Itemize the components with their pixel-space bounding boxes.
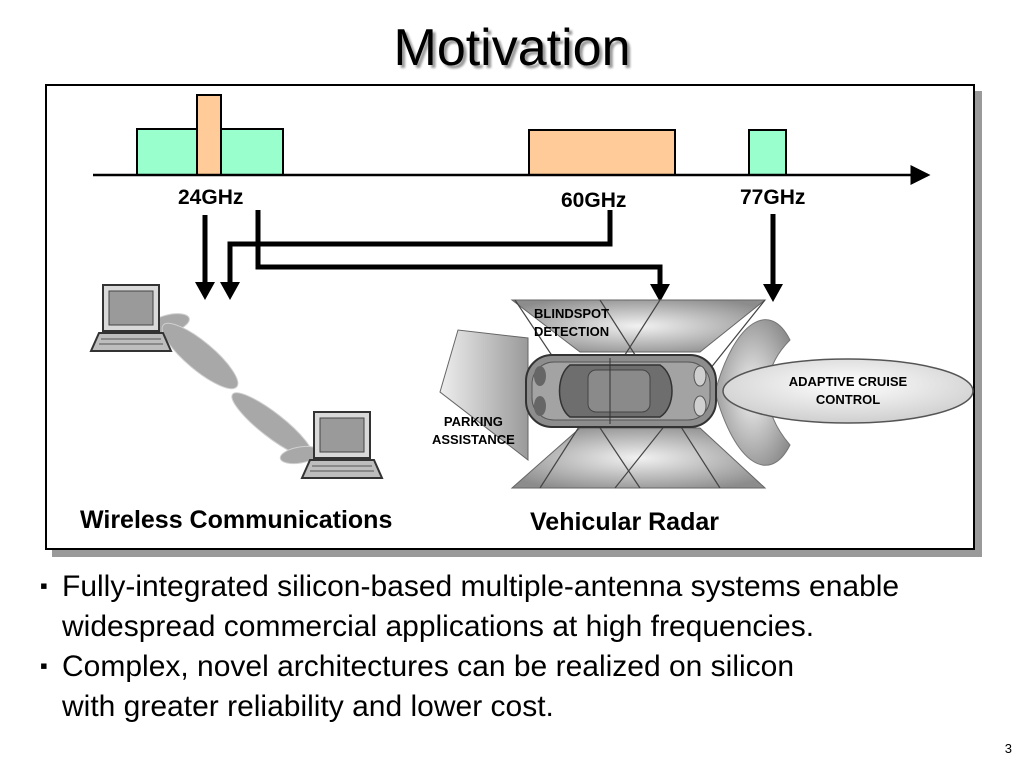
cruise-label: ADAPTIVE CRUISE CONTROL: [778, 373, 918, 409]
laptop-icon: [300, 411, 384, 479]
parking-cone: [439, 329, 529, 462]
freq-label-24ghz: 24GHz: [178, 186, 244, 209]
page-number: 3: [1004, 741, 1012, 756]
bullet-line: Complex, novel architectures can be real…: [62, 650, 795, 683]
arrow-heads: [195, 282, 783, 302]
bullet-list: ▪ Fully-integrated silicon-based multipl…: [34, 567, 1024, 727]
band-60ghz-peach: [528, 129, 676, 176]
freq-label-77ghz: 77GHz: [740, 186, 806, 209]
band-24ghz-peach: [196, 94, 222, 176]
parking-label-line1: PARKING: [443, 414, 503, 429]
bullet-line: widespread commercial applications at hi…: [62, 610, 815, 643]
wireless-caption: Wireless Communications: [80, 506, 393, 534]
cruise-label-line1: ADAPTIVE CRUISE: [788, 374, 908, 389]
bullet-line: Fully-integrated silicon-based multiple-…: [62, 570, 900, 603]
bullet-marker: ▪: [40, 573, 48, 598]
bullet-marker: ▪: [40, 653, 48, 678]
blindspot-label-line1: BLINDSPOT: [534, 306, 610, 321]
blindspot-zone-top: [510, 299, 767, 353]
wireless-beam: [146, 313, 321, 465]
band-77ghz-green: [748, 129, 787, 176]
laptop-icon: [89, 284, 173, 352]
bullet-item: ▪ Complex, novel architectures can be re…: [34, 647, 1024, 727]
bullet-item: ▪ Fully-integrated silicon-based multipl…: [34, 567, 1024, 647]
freq-label-60ghz: 60GHz: [561, 189, 627, 212]
bullet-line: with greater reliability and lower cost.: [62, 690, 554, 723]
car-icon: [525, 354, 717, 428]
cruise-oval: [722, 358, 974, 424]
band-arrows: [202, 210, 776, 287]
radar-coverage: [439, 299, 974, 489]
radar-caption: Vehicular Radar: [530, 508, 719, 536]
parking-label-line2: ASSISTANCE: [432, 432, 515, 447]
blindspot-label-line2: DETECTION: [534, 324, 610, 339]
cruise-label-line2: CONTROL: [815, 392, 881, 407]
blindspot-label: BLINDSPOT DETECTION: [534, 305, 609, 341]
parking-label: PARKING ASSISTANCE: [432, 413, 515, 449]
slide-title: Motivation: [393, 19, 631, 77]
